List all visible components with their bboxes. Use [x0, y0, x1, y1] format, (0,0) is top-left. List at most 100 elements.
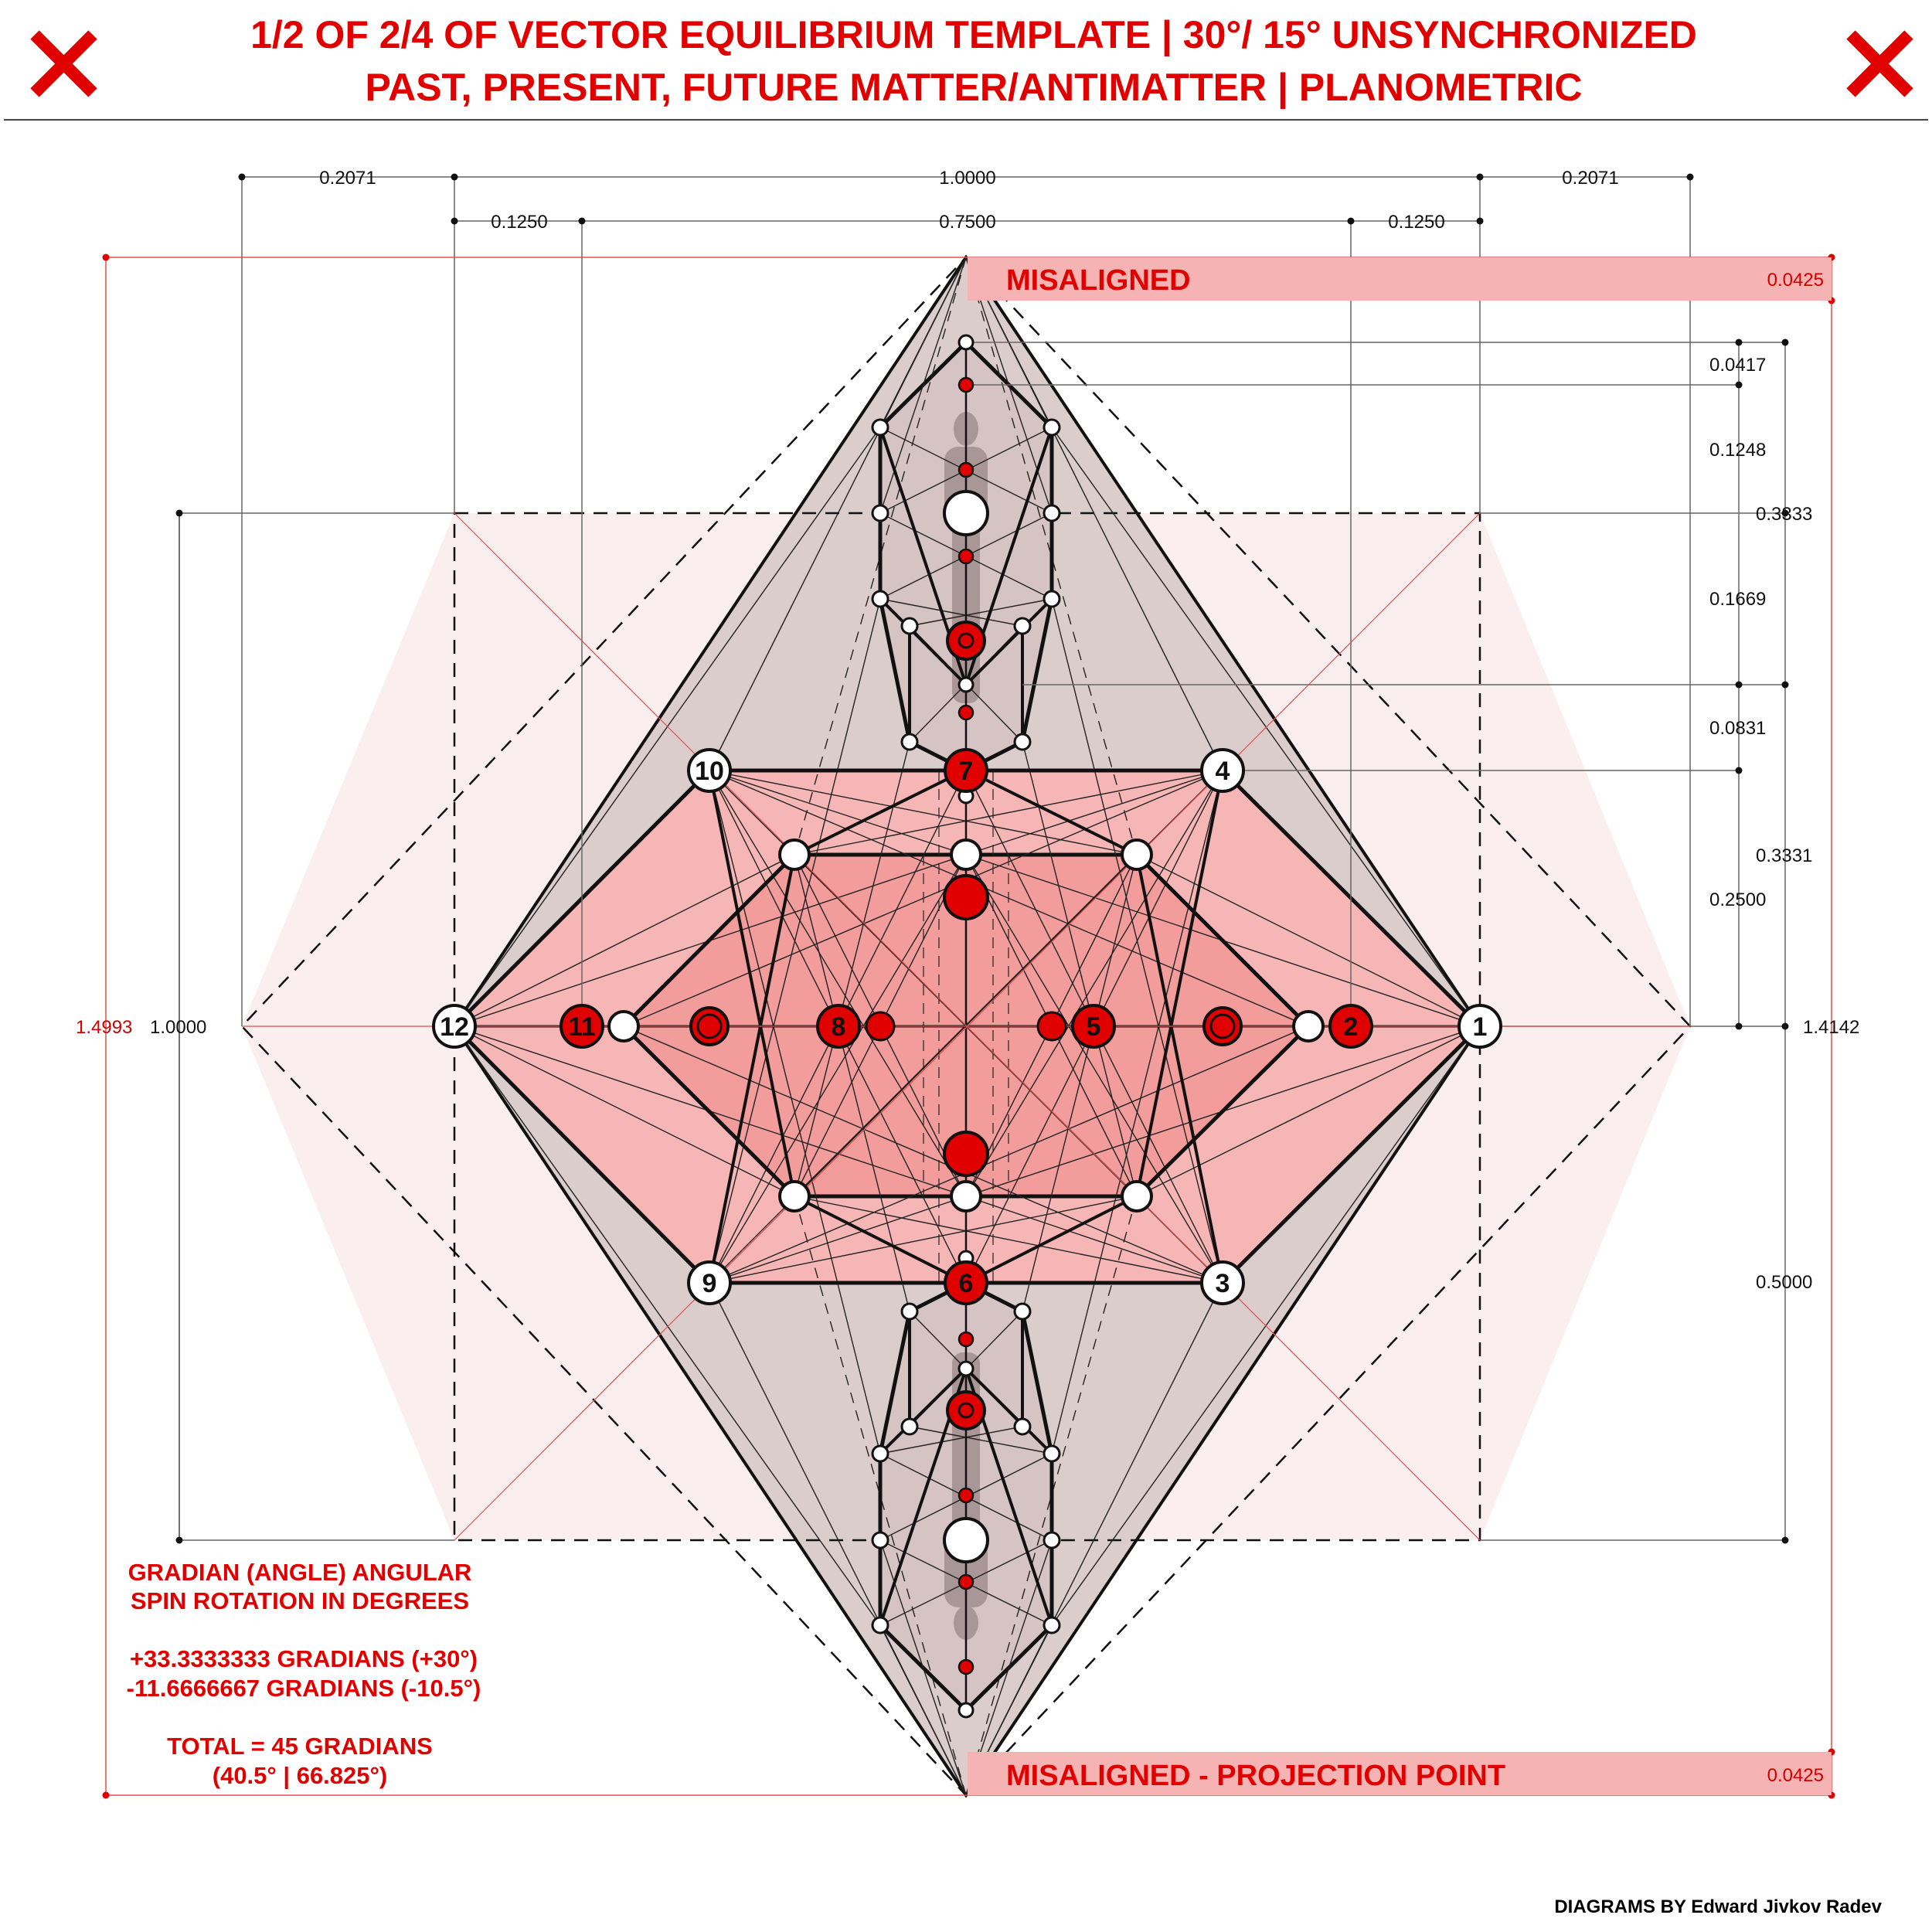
header: 1/2 OF 2/4 OF VECTOR EQUILIBRIUM TEMPLAT… [4, 13, 1928, 121]
small-junction-node [1043, 1531, 1061, 1549]
small-red-node [957, 1487, 975, 1504]
red-x-icon [30, 30, 97, 97]
small-red-node [957, 376, 975, 393]
network-thin-line [879, 598, 1023, 627]
red-double-ring-node [689, 1006, 730, 1046]
measure-right-2500: 0.2500 [1709, 889, 1766, 910]
network-thin-line [709, 770, 1138, 855]
network-thin-line [709, 1196, 967, 1284]
small-junction-node [957, 334, 975, 351]
network-thin-line [879, 1426, 1023, 1454]
ring-mark [957, 1402, 975, 1419]
network-thin-line [709, 854, 967, 1284]
hex-corner-node [778, 1180, 811, 1213]
ring-mark [957, 632, 975, 649]
dimension-dot [1781, 509, 1789, 517]
small-junction-node [1013, 1302, 1032, 1321]
measure-top2-center: 0.7500 [939, 212, 995, 233]
small-junction-node [1013, 733, 1032, 751]
note-line-1: GRADIAN (ANGLE) ANGULAR [128, 1559, 472, 1586]
banner-bottom-label: MISALIGNED - PROJECTION POINT [1006, 1760, 1505, 1792]
gradian-notes: GRADIAN (ANGLE) ANGULAR SPIN ROTATION IN… [127, 1559, 481, 1789]
dimension-dot [1735, 1022, 1743, 1030]
measure-right-0831: 0.0831 [1709, 718, 1766, 739]
dimension-dot [1781, 338, 1789, 346]
ring-mark [1209, 1013, 1236, 1039]
credit: DIAGRAMS BY Edward Jivkov Radev [1554, 1896, 1882, 1917]
small-junction-node [1043, 418, 1061, 437]
measure-right-1669: 0.1669 [1709, 589, 1766, 610]
node-1-label: 1 [1473, 1012, 1488, 1042]
dimension-dot [578, 217, 586, 225]
small-junction-node [871, 418, 889, 437]
node-9: 9 [687, 1260, 732, 1305]
dimension-dot [1476, 173, 1484, 181]
small-red-node [957, 1658, 975, 1675]
node-3-label: 3 [1216, 1269, 1230, 1298]
measure-left-inner: 1.0000 [150, 1017, 206, 1038]
hex-corner-node [1121, 1180, 1153, 1213]
network-thin-line [965, 1282, 1223, 1796]
network-thick-line [708, 854, 796, 1284]
dimension-dot-red [102, 253, 110, 261]
dimension-dot-red [102, 1791, 110, 1799]
network-thin-line [709, 1196, 1138, 1284]
node-10: 10 [687, 748, 732, 793]
node-7-label: 7 [959, 757, 974, 786]
small-junction-node [1043, 1616, 1061, 1634]
network-thin-line [965, 770, 1223, 1197]
node-8: 8 [816, 1004, 861, 1049]
small-red-node [957, 704, 975, 721]
network-thin-line [794, 854, 910, 1312]
measure-top2-right: 0.1250 [1388, 212, 1444, 233]
network-thick-line [622, 853, 796, 1028]
network-thin-line [965, 770, 1223, 855]
small-junction-node [900, 1302, 919, 1321]
hex-corner-node [1121, 838, 1153, 871]
misaligned-top-banner: MISALIGNED 0.0425 [968, 257, 1832, 301]
node-12-label: 12 [440, 1012, 469, 1042]
small-junction-node [957, 676, 975, 693]
network-thick-line [622, 1025, 796, 1198]
node-3: 3 [1200, 1260, 1245, 1305]
measure-top1-right: 0.2071 [1562, 168, 1618, 189]
node-7: 7 [944, 748, 988, 793]
node-1: 1 [1458, 1004, 1502, 1049]
network-thin-line [909, 598, 1053, 627]
node-6: 6 [944, 1260, 988, 1305]
small-junction-node [900, 733, 919, 751]
network-thin-line [909, 1426, 1053, 1454]
small-junction-node [957, 1360, 975, 1377]
small-junction-node [900, 1417, 919, 1436]
red-node [1036, 1011, 1067, 1042]
small-junction-node [957, 1702, 975, 1719]
network-thick-line [964, 1367, 1053, 1455]
measure-right-0417: 0.0417 [1709, 355, 1766, 376]
network-thin-line [794, 770, 1223, 855]
dimension-dot [1781, 681, 1789, 689]
node-4: 4 [1200, 748, 1245, 793]
small-red-node [957, 461, 975, 478]
network-thin-line [965, 1196, 1223, 1284]
network-thick-line [879, 597, 968, 686]
network-thin-line [1051, 770, 1223, 1454]
red-double-ring-node [1202, 1006, 1243, 1046]
node-11-label: 11 [568, 1012, 596, 1042]
node-9-label: 9 [702, 1269, 717, 1298]
node-4-label: 4 [1216, 757, 1230, 786]
network-thin-line [709, 1282, 967, 1796]
small-junction-node [1043, 504, 1061, 522]
network-thin-line [709, 770, 967, 1197]
red-center-node [943, 1131, 989, 1177]
dimension-dot [1781, 1536, 1789, 1544]
measure-right-14142: 1.4142 [1803, 1017, 1859, 1038]
red-node [865, 1011, 896, 1042]
network-thin-line [794, 1196, 1223, 1284]
measure-top1-left: 0.2071 [319, 168, 376, 189]
dimension-dot [1735, 767, 1743, 774]
dimension-dot [175, 1536, 183, 1544]
network-thin-line [1051, 427, 1481, 1027]
misaligned-bottom-banner: MISALIGNED - PROJECTION POINT 0.0425 [968, 1752, 1832, 1795]
